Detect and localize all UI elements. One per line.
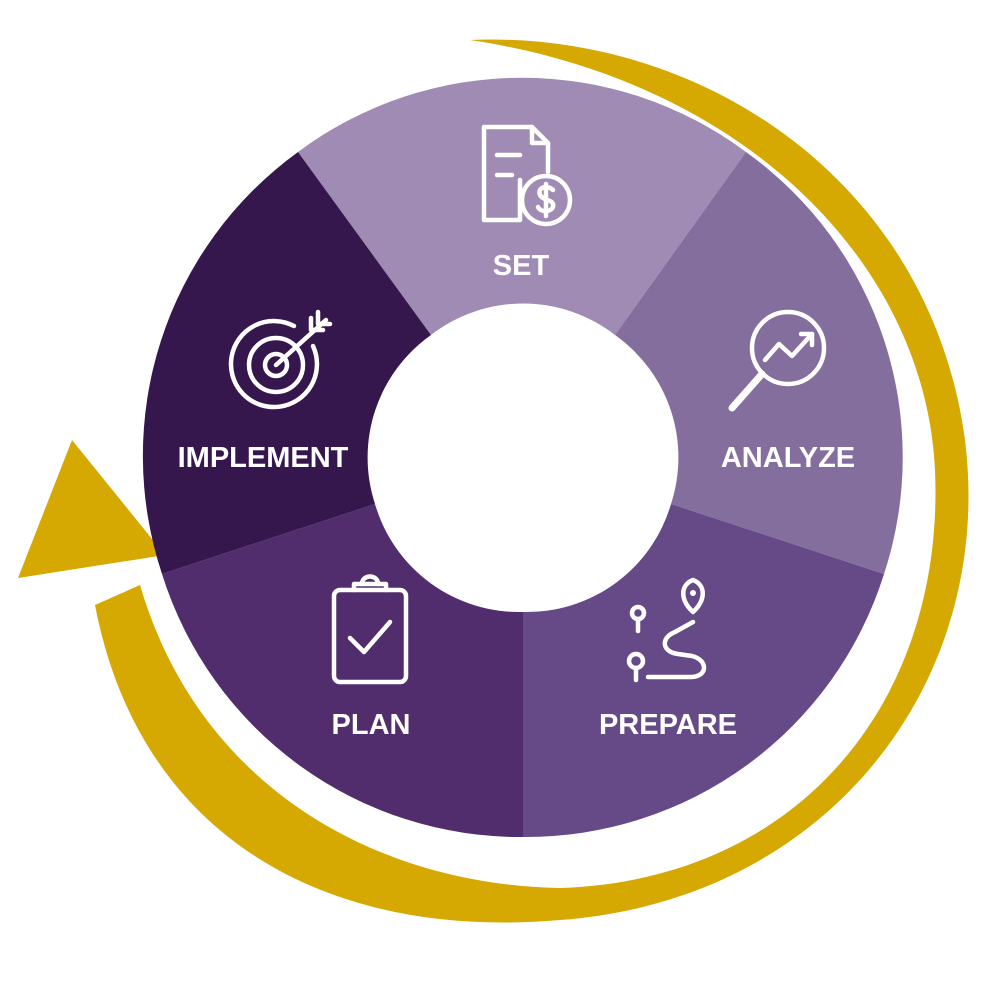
segment-plan — [162, 504, 523, 838]
target-arrow-icon — [228, 309, 333, 410]
cycle-arrowhead — [18, 440, 165, 578]
invoice-dollar-icon — [481, 124, 573, 227]
magnify-chart-icon — [728, 309, 827, 412]
segment-label-set: SET — [493, 250, 550, 282]
segment-label-implement: IMPLEMENT — [178, 442, 349, 474]
route-pin-icon — [626, 577, 707, 683]
segment-analyze — [615, 152, 903, 574]
cycle-arrow — [18, 39, 969, 923]
segment-label-analyze: ANALYZE — [721, 442, 855, 474]
wheel-center — [373, 310, 673, 610]
clipboard-check-icon — [331, 574, 409, 685]
segment-label-prepare: PREPARE — [599, 709, 737, 741]
segment-label-plan: PLAN — [332, 709, 411, 741]
